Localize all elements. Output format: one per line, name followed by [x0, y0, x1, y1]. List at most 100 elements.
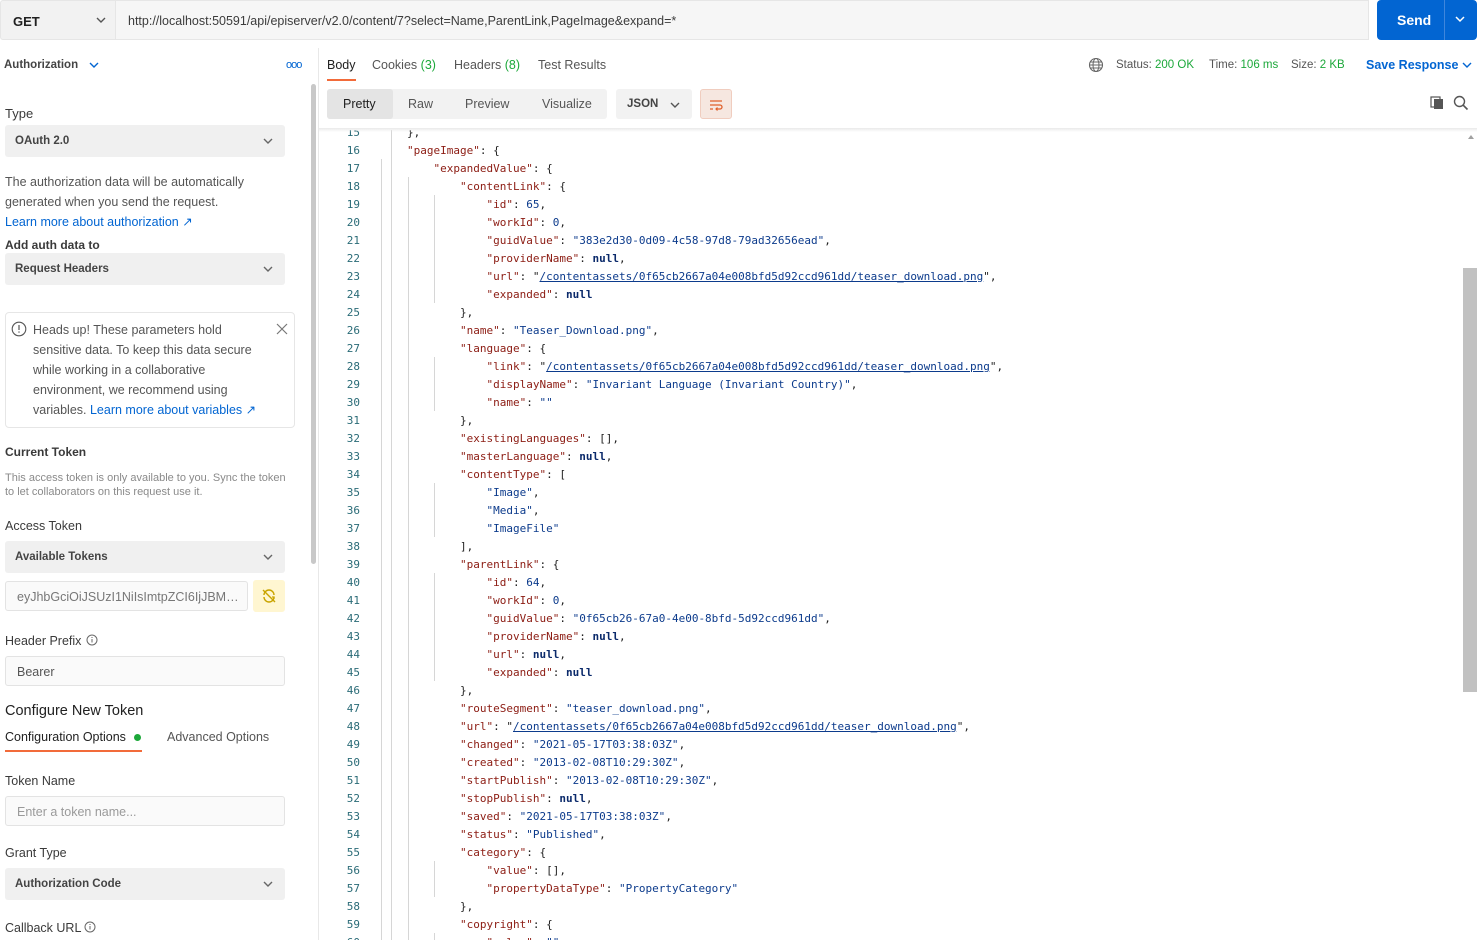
view-pretty[interactable]: Pretty: [327, 89, 393, 119]
code-line: 17"expandedValue": {: [319, 159, 1464, 177]
code-token: : ": [519, 270, 540, 283]
chevron-down-icon: [96, 17, 106, 23]
code-token: 0: [552, 594, 560, 607]
chevron-down-icon: [670, 102, 680, 108]
grant-type-value: Authorization Code: [15, 878, 122, 890]
line-number: 42: [346, 612, 360, 625]
tab-test-results[interactable]: Test Results: [538, 58, 606, 72]
code-text: "expanded": null: [487, 666, 593, 679]
code-token: null: [565, 288, 593, 301]
info-circle-icon[interactable]: [86, 634, 98, 646]
code-token: "propertyDataType": [486, 882, 606, 895]
token-name-placeholder: Enter a token name...: [17, 805, 137, 819]
close-icon[interactable]: [276, 323, 288, 335]
line-number: 24: [346, 288, 360, 301]
url-link[interactable]: /contentassets/0f65cb2667a04e008bfd5d92c…: [546, 360, 990, 373]
code-text: "value": "": [487, 936, 560, 940]
line-number: 44: [346, 648, 360, 661]
tab-cookies[interactable]: Cookies (3): [372, 58, 436, 72]
learn-auth-link[interactable]: Learn more about authorization ↗: [5, 215, 193, 229]
code-scrollbar[interactable]: [1463, 268, 1477, 692]
save-response-button[interactable]: Save Response: [1366, 58, 1459, 72]
code-token: ,: [678, 738, 686, 751]
tab-headers[interactable]: Headers (8): [454, 58, 520, 72]
chevron-down-icon[interactable]: [1462, 60, 1472, 70]
code-token: :: [559, 612, 573, 625]
learn-variables-link[interactable]: Learn more about variables ↗: [89, 403, 257, 417]
code-token: "name": [486, 396, 527, 409]
line-number: 46: [346, 684, 360, 697]
code-token: :: [552, 666, 566, 679]
access-token-input[interactable]: eyJhbGciOiJSUzI1NiIsImtpZCI6IjJBMk0tOFFF…: [5, 581, 248, 611]
info-circle-icon[interactable]: [84, 921, 96, 933]
chevron-down-icon[interactable]: [1454, 14, 1466, 24]
code-token: ,: [618, 252, 626, 265]
line-number: 60: [319, 936, 360, 940]
code-line: 34"contentType": [: [319, 465, 1464, 483]
format-select[interactable]: JSON: [616, 89, 692, 119]
add-to-select[interactable]: Request Headers: [5, 253, 285, 285]
code-text: "saved": "2021-05-17T03:38:03Z",: [460, 810, 672, 823]
auth-type-select[interactable]: OAuth 2.0: [5, 125, 285, 157]
code-token: ],: [460, 540, 474, 553]
url-link[interactable]: /contentassets/0f65cb2667a04e008bfd5d92c…: [539, 270, 984, 283]
code-token: : ": [526, 360, 547, 373]
token-name-input[interactable]: Enter a token name...: [5, 796, 285, 826]
access-token-label: Access Token: [5, 519, 82, 533]
line-number: 15: [346, 130, 360, 139]
code-line: 32"existingLanguages": [],: [319, 429, 1464, 447]
code-line: 29"displayName": "Invariant Language (In…: [319, 375, 1464, 393]
url-link[interactable]: /contentassets/0f65cb2667a04e008bfd5d92c…: [513, 720, 957, 733]
view-visualize[interactable]: Visualize: [525, 89, 607, 119]
view-raw[interactable]: Raw: [393, 89, 449, 119]
code-token: "Teaser_Download.png": [513, 324, 653, 337]
info-circle-icon: [11, 321, 27, 337]
globe-icon[interactable]: [1088, 57, 1104, 73]
size-indicator[interactable]: Size: 2 KB: [1291, 59, 1345, 71]
wrap-lines-button[interactable]: [700, 89, 732, 119]
code-line: 55"category": {: [319, 843, 1464, 861]
scroll-up-icon[interactable]: [1467, 133, 1475, 141]
code-token: :: [559, 234, 573, 247]
code-token: ",: [956, 720, 970, 733]
url-input[interactable]: http://localhost:50591/api/episerver/v2.…: [116, 0, 1369, 40]
method-select[interactable]: GET: [0, 0, 116, 40]
code-token: ",: [983, 270, 997, 283]
time-indicator[interactable]: Time: 106 ms: [1209, 59, 1278, 71]
code-text: "stopPublish": null,: [460, 792, 592, 805]
copy-icon[interactable]: [1429, 95, 1445, 111]
code-token: ,: [585, 792, 593, 805]
header-prefix-input[interactable]: Bearer: [5, 656, 285, 686]
code-token: :: [499, 324, 513, 337]
code-token: "guidValue": [486, 234, 560, 247]
code-token: "contentLink": [460, 180, 547, 193]
chevron-down-icon[interactable]: [89, 60, 99, 70]
sync-token-button[interactable]: [253, 580, 285, 612]
grant-type-select[interactable]: Authorization Code: [5, 868, 285, 900]
response-body-code[interactable]: 15},16"pageImage": {17"expandedValue": {…: [319, 130, 1464, 940]
available-tokens-select[interactable]: Available Tokens: [5, 541, 285, 573]
current-token-label: Current Token: [5, 445, 87, 459]
left-scrollbar[interactable]: [311, 84, 316, 564]
code-text: "url": "/contentassets/0f65cb2667a04e008…: [487, 270, 997, 283]
chevron-down-icon: [263, 881, 273, 887]
code-token: :: [552, 774, 566, 787]
view-preview[interactable]: Preview: [449, 89, 525, 119]
line-number: 58: [346, 900, 360, 913]
auth-info: The authorization data will be automatic…: [5, 172, 295, 232]
search-icon[interactable]: [1453, 95, 1469, 111]
auth-info-line1: The authorization data will be automatic…: [5, 175, 245, 189]
response-view-bar: Pretty Raw Preview Visualize JSON: [319, 88, 1477, 122]
auth-title[interactable]: Authorization: [4, 59, 79, 71]
more-options-icon[interactable]: ooo: [286, 59, 302, 71]
panel-divider[interactable]: [318, 48, 319, 940]
tab-advanced-options[interactable]: Advanced Options: [167, 730, 270, 744]
code-text: },: [407, 130, 420, 139]
status-indicator[interactable]: Status: 200 OK: [1116, 59, 1194, 71]
indent-guide: [390, 130, 392, 940]
tab-configuration-options[interactable]: Configuration Options: [5, 730, 126, 744]
code-text: "routeSegment": "teaser_download.png",: [460, 702, 712, 715]
send-button[interactable]: Send: [1377, 0, 1477, 40]
tab-body[interactable]: Body: [327, 58, 356, 72]
warning-message: Heads up! These parameters hold sensitiv…: [33, 323, 252, 417]
